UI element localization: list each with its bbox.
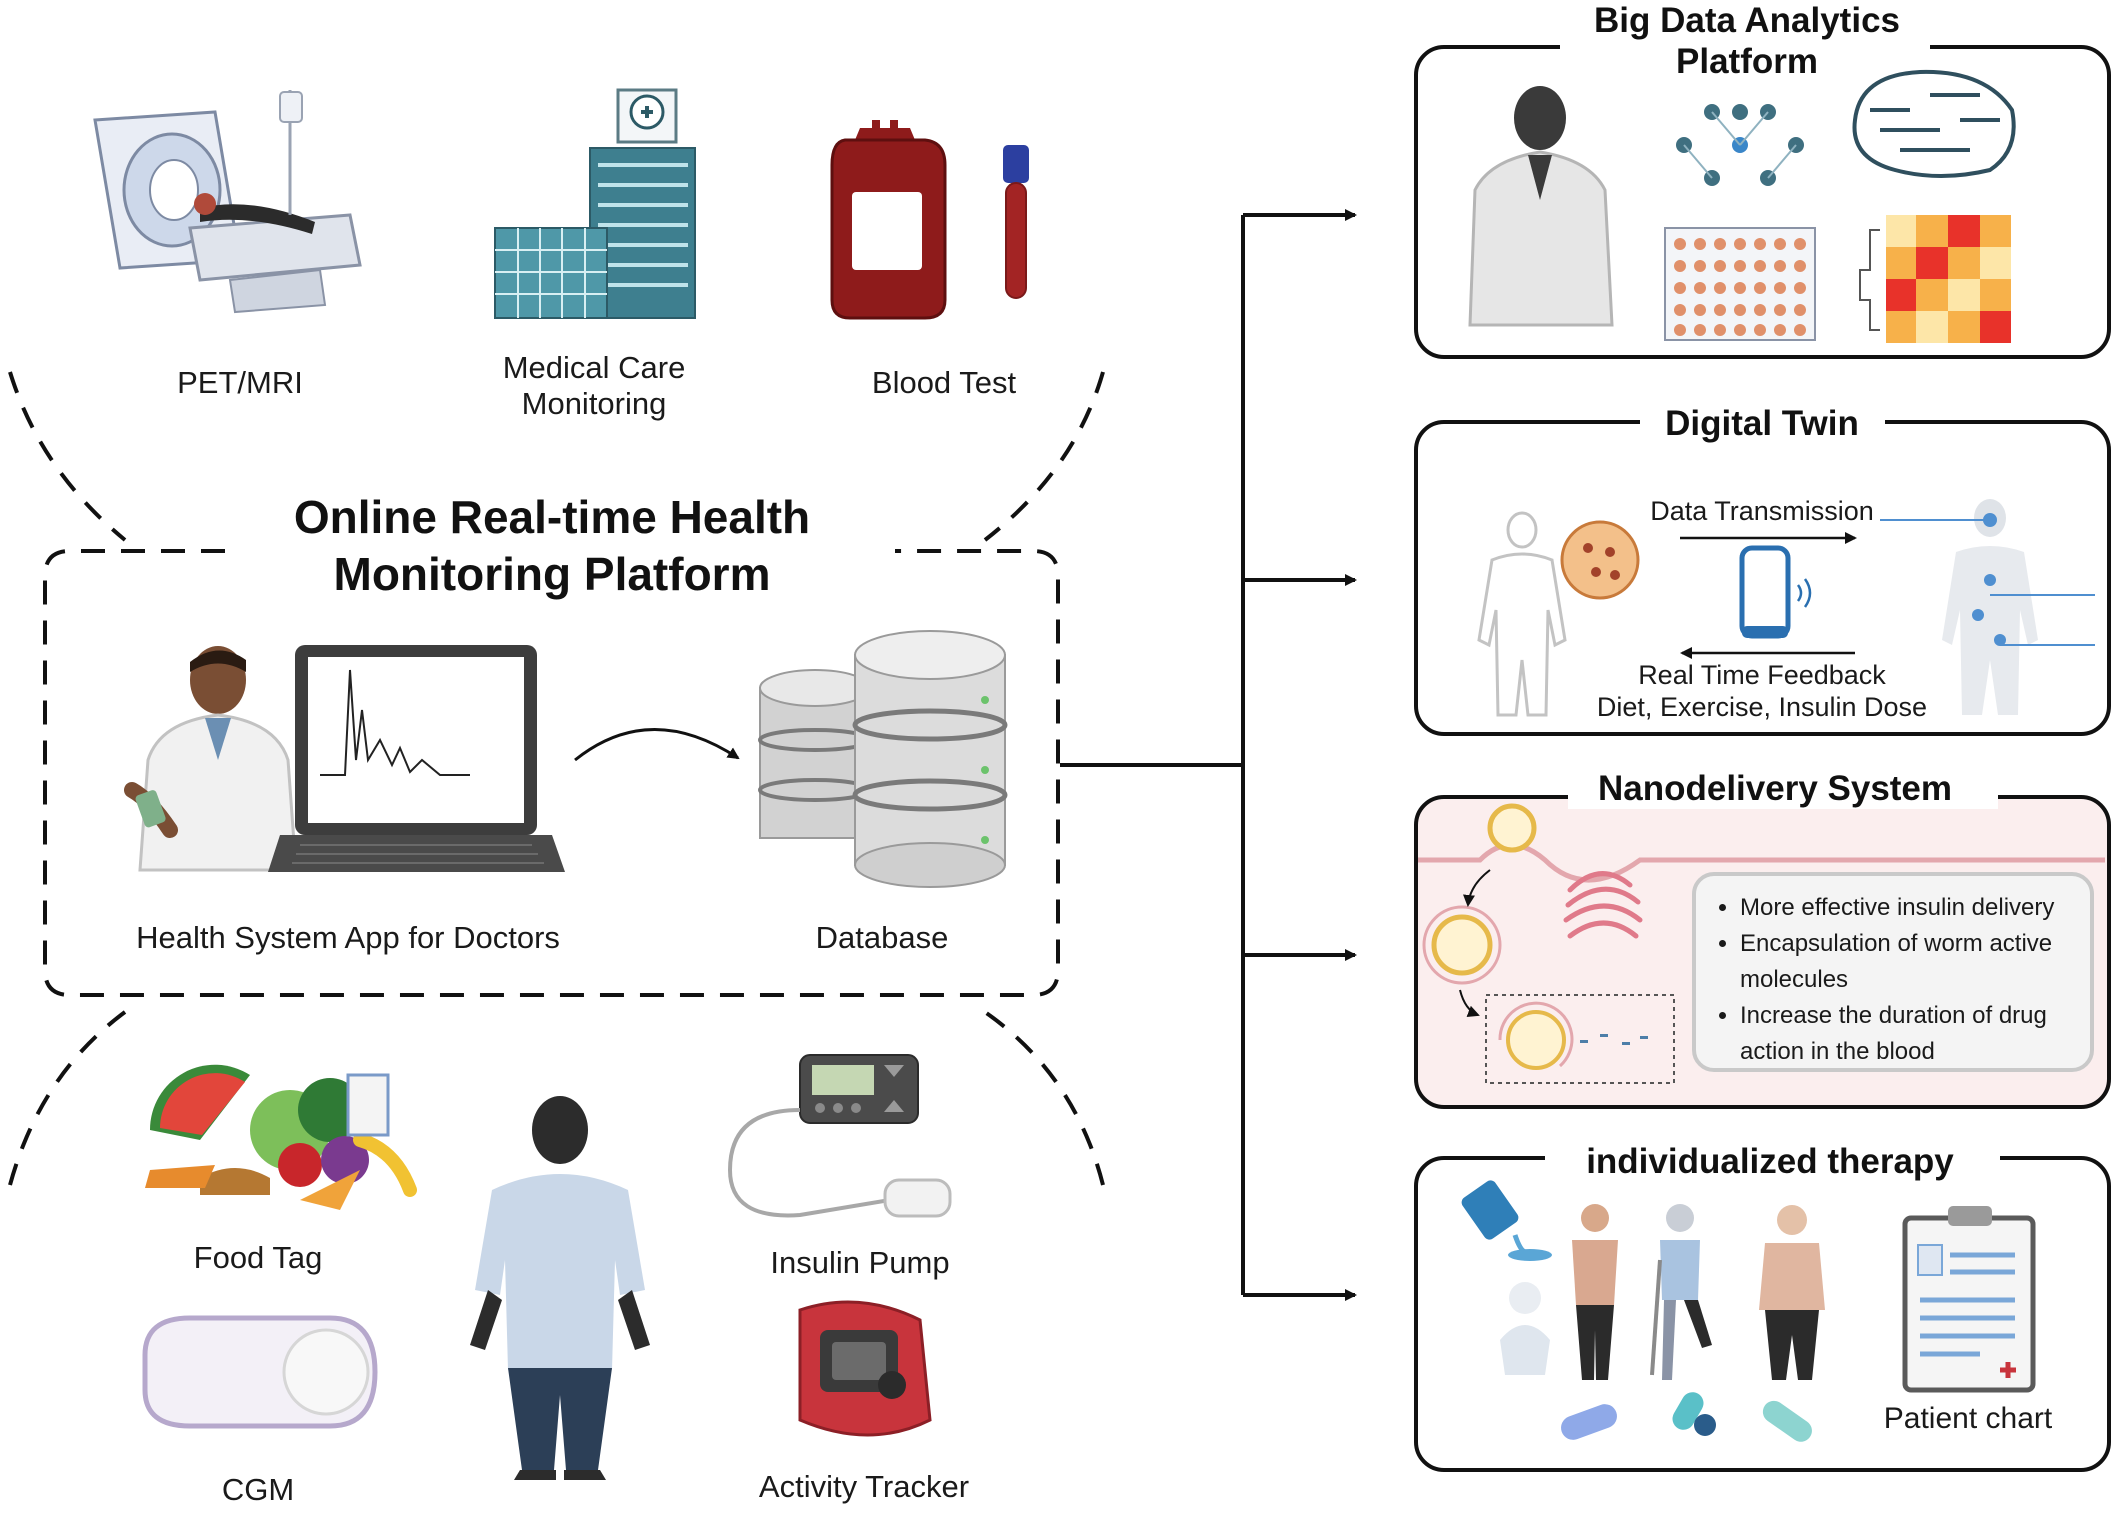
big-data-title-line2: Platform (1676, 42, 1818, 81)
dashed-arc-top-left (8, 371, 127, 542)
bullet-item: Increase the duration of drug action in … (1740, 998, 2080, 1070)
data-transmission-label: Data Transmission (1650, 496, 1874, 526)
dashed-arc-bottom-right (983, 1010, 1105, 1186)
feedback-label-line2: Diet, Exercise, Insulin Dose (1597, 692, 1927, 722)
database-label: Database (816, 920, 949, 955)
food-icon (145, 1064, 417, 1210)
human-body-outline-icon (1477, 511, 1567, 717)
activity-tracker-icon (798, 1300, 932, 1437)
heatmap-icon (1859, 215, 2011, 343)
nanodelivery-bullet-box: More effective insulin delivery Encapsul… (1692, 872, 2094, 1072)
smartphone-icon (1739, 545, 1812, 639)
golgi-icon (1563, 871, 1643, 939)
network-people-icon (1676, 104, 1804, 186)
insulin-pump-icon (727, 1054, 952, 1218)
patient-figure-icon (470, 1096, 650, 1480)
baby-icon (1500, 1282, 1550, 1375)
digital-twin-title: Digital Twin (1665, 404, 1859, 443)
medical-care-label-line2: Monitoring (522, 386, 667, 421)
scientist-silhouette-icon (1468, 86, 1614, 327)
nanoparticle-icon (1422, 803, 1537, 985)
food-tag-label: Food Tag (194, 1240, 323, 1275)
blood-test-label: Blood Test (872, 365, 1017, 400)
cgm-label: CGM (222, 1472, 294, 1507)
pills-icon (1561, 1392, 1812, 1442)
platform-title-line2: Monitoring Platform (334, 548, 771, 600)
doctor-icon (124, 646, 298, 872)
adult-man-icon (1572, 1204, 1618, 1380)
bullet-item: More effective insulin delivery (1740, 890, 2080, 926)
cell-membrane (1418, 842, 2105, 883)
platform-dashed-box (43, 549, 1060, 997)
digital-body-icon (1880, 499, 2095, 715)
platform-title-line1: Online Real-time Health (294, 491, 810, 543)
insulin-pump-label: Insulin Pump (770, 1245, 949, 1280)
well-plate-icon (1664, 227, 1816, 341)
prosthetic-leg-person-icon (1650, 1204, 1712, 1380)
endosome-box (1485, 994, 1675, 1084)
pet-mri-label: PET/MRI (177, 365, 303, 400)
blood-bag-icon (830, 120, 1029, 320)
app-to-database-arrow (574, 728, 740, 762)
patient-chart-icon (1902, 1206, 2036, 1393)
connector-lines (1060, 215, 1245, 1295)
therapy-title: individualized therapy (1586, 1142, 1954, 1181)
app-label: Health System App for Doctors (136, 920, 560, 955)
nanodelivery-title: Nanodelivery System (1598, 769, 1952, 808)
bullet-item: Encapsulation of worm active molecules (1740, 926, 2080, 998)
cgm-icon (142, 1315, 378, 1429)
activity-tracker-label: Activity Tracker (759, 1469, 969, 1504)
dashed-arc-bottom-left (8, 1010, 127, 1186)
big-data-title-line1: Big Data Analytics (1594, 1, 1900, 40)
laptop-icon (268, 645, 565, 872)
hospital-icon (494, 88, 696, 319)
patient-chart-label: Patient chart (1884, 1402, 2053, 1435)
medicine-bottle-icon (1461, 1180, 1552, 1261)
ai-brain-icon (1852, 69, 2016, 178)
database-icon (758, 630, 1008, 888)
pancreas-cell-icon (1560, 520, 1640, 600)
adult-woman-icon (1759, 1205, 1825, 1380)
pet-mri-icon (93, 90, 362, 314)
feedback-label-line1: Real Time Feedback (1638, 660, 1886, 690)
medical-care-label-line1: Medical Care (503, 350, 686, 385)
